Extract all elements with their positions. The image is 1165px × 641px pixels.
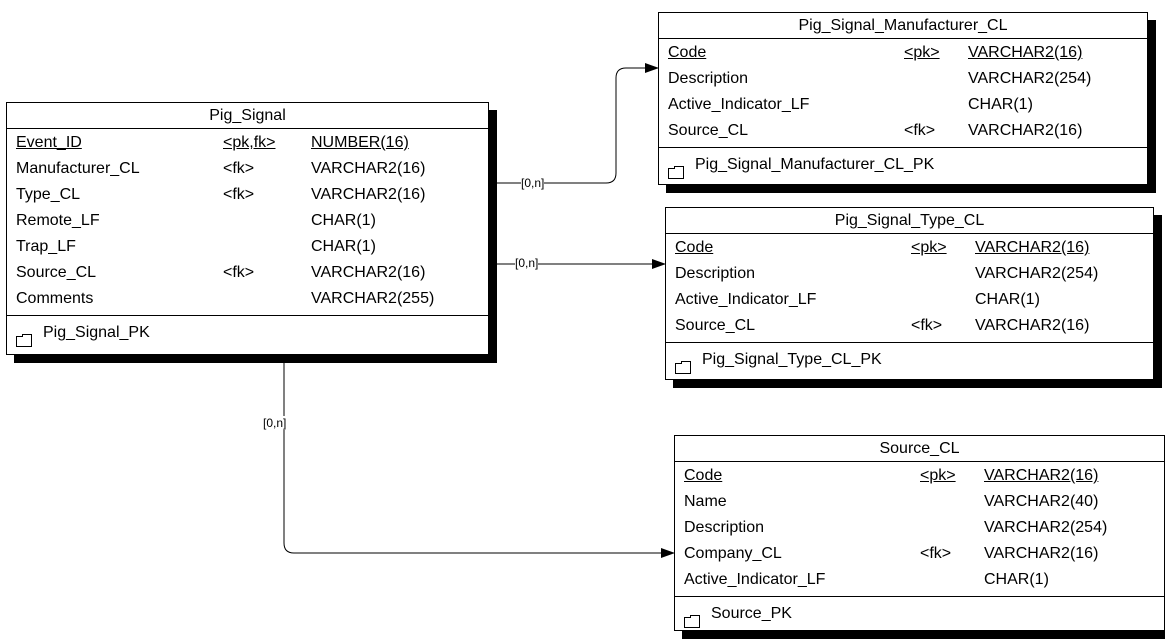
attribute-row[interactable]: Trap_LF CHAR(1) — [7, 234, 488, 260]
primary-key-row[interactable]: Pig_Signal_Manufacturer_CL_PK — [659, 148, 1147, 182]
attribute-name: Event_ID — [16, 134, 82, 151]
attribute-row[interactable]: Active_Indicator_LF CHAR(1) — [659, 92, 1147, 118]
attribute-type: VARCHAR2(16) — [975, 317, 1090, 334]
attribute-name: Type_CL — [16, 186, 81, 203]
attribute-row[interactable]: Company_CL <fk> VARCHAR2(16) — [675, 541, 1164, 567]
attribute-row[interactable]: Manufacturer_CL <fk> VARCHAR2(16) — [7, 156, 488, 182]
primary-key-attribute-row[interactable]: Event_ID <pk,fk> NUMBER(16) — [7, 130, 488, 156]
attribute-key: <pk,fk> — [223, 134, 276, 151]
relationship-line-manufacturer[interactable] — [489, 63, 659, 184]
attribute-name: Trap_LF — [16, 238, 76, 255]
attribute-row[interactable]: Source_CL <fk> VARCHAR2(16) — [659, 118, 1147, 144]
attribute-type: VARCHAR2(40) — [984, 493, 1099, 510]
primary-key-attribute-row[interactable]: Code <pk> VARCHAR2(16) — [666, 235, 1153, 261]
entity-title: Source_CL — [675, 436, 1164, 462]
attribute-name: Code — [668, 44, 707, 61]
attribute-row[interactable]: Remote_LF CHAR(1) — [7, 208, 488, 234]
attribute-type: VARCHAR2(16) — [311, 186, 426, 203]
attribute-type: CHAR(1) — [984, 571, 1049, 588]
attribute-type: VARCHAR2(16) — [984, 545, 1099, 562]
primary-key-name: Pig_Signal_Manufacturer_CL_PK — [695, 156, 935, 173]
relationship-line-source[interactable] — [283, 355, 675, 558]
attribute-name: Name — [684, 493, 727, 510]
primary-key-attribute-row[interactable]: Code <pk> VARCHAR2(16) — [675, 463, 1164, 489]
attribute-list: Code <pk> VARCHAR2(16) Name VARCHAR2(40) Desc… — [675, 462, 1164, 597]
key-folder-icon — [16, 326, 32, 347]
attribute-row[interactable]: Description VARCHAR2(254) — [659, 66, 1147, 92]
cardinality-label-source: [0,n] — [263, 416, 287, 430]
entity-title: Pig_Signal — [7, 103, 488, 129]
primary-key-row[interactable]: Source_PK — [675, 597, 1164, 631]
entity-pig-signal-manufacturer-cl[interactable]: Pig_Signal_Manufacturer_CL Code <pk> VARCHA… — [658, 12, 1148, 185]
attribute-type: VARCHAR2(16) — [311, 264, 426, 281]
key-folder-icon — [675, 353, 691, 374]
attribute-type: VARCHAR2(16) — [311, 160, 426, 177]
attribute-type: VARCHAR2(254) — [984, 519, 1108, 536]
key-folder-icon — [668, 158, 684, 179]
attribute-type: NUMBER(16) — [311, 134, 409, 151]
attribute-name: Manufacturer_CL — [16, 160, 140, 177]
attribute-key: <fk> — [223, 264, 255, 281]
attribute-row[interactable]: Active_Indicator_LF CHAR(1) — [675, 567, 1164, 593]
primary-key-name: Source_PK — [711, 605, 792, 622]
attribute-type: VARCHAR2(255) — [311, 290, 435, 307]
cardinality-label-type: [0,n] — [515, 256, 539, 270]
attribute-key: <pk> — [911, 239, 947, 256]
attribute-name: Description — [668, 70, 749, 87]
attribute-name: Code — [675, 239, 714, 256]
attribute-key: <fk> — [904, 122, 936, 139]
attribute-name: Company_CL — [684, 545, 782, 562]
entity-pig-signal-type-cl[interactable]: Pig_Signal_Type_CL Code <pk> VARCHAR2(16) De… — [665, 207, 1154, 380]
attribute-type: CHAR(1) — [975, 291, 1040, 308]
attribute-name: Comments — [16, 290, 94, 307]
attribute-type: VARCHAR2(16) — [984, 467, 1099, 484]
attribute-name: Active_Indicator_LF — [668, 96, 810, 113]
attribute-key: <pk> — [920, 467, 956, 484]
attribute-name: Source_CL — [675, 317, 756, 334]
entity-title: Pig_Signal_Type_CL — [666, 208, 1153, 234]
attribute-list: Event_ID <pk,fk> NUMBER(16) Manufacturer_CL… — [7, 129, 488, 316]
attribute-key: <fk> — [911, 317, 943, 334]
attribute-type: VARCHAR2(254) — [975, 265, 1099, 282]
attribute-key: <fk> — [920, 545, 952, 562]
attribute-name: Active_Indicator_LF — [675, 291, 817, 308]
attribute-name: Remote_LF — [16, 212, 100, 229]
attribute-row[interactable]: Source_CL <fk> VARCHAR2(16) — [7, 260, 488, 286]
attribute-key: <pk> — [904, 44, 940, 61]
attribute-name: Description — [675, 265, 756, 282]
attribute-key: <fk> — [223, 160, 255, 177]
attribute-name: Source_CL — [668, 122, 749, 139]
primary-key-name: Pig_Signal_PK — [43, 324, 150, 341]
attribute-name: Code — [684, 467, 723, 484]
attribute-type: VARCHAR2(16) — [968, 44, 1083, 61]
attribute-row[interactable]: Active_Indicator_LF CHAR(1) — [666, 287, 1153, 313]
attribute-row[interactable]: Description VARCHAR2(254) — [666, 261, 1153, 287]
attribute-row[interactable]: Type_CL <fk> VARCHAR2(16) — [7, 182, 488, 208]
attribute-type: VARCHAR2(254) — [968, 70, 1092, 87]
attribute-type: VARCHAR2(16) — [968, 122, 1083, 139]
attribute-key: <fk> — [223, 186, 255, 203]
attribute-type: CHAR(1) — [968, 96, 1033, 113]
attribute-type: CHAR(1) — [311, 212, 376, 229]
primary-key-name: Pig_Signal_Type_CL_PK — [702, 351, 882, 368]
attribute-name: Description — [684, 519, 765, 536]
attribute-name: Active_Indicator_LF — [684, 571, 826, 588]
primary-key-row[interactable]: Pig_Signal_PK — [7, 316, 488, 350]
attribute-type: CHAR(1) — [311, 238, 376, 255]
key-folder-icon — [684, 607, 700, 628]
attribute-type: VARCHAR2(16) — [975, 239, 1090, 256]
attribute-row[interactable]: Comments VARCHAR2(255) — [7, 286, 488, 312]
primary-key-row[interactable]: Pig_Signal_Type_CL_PK — [666, 343, 1153, 377]
attribute-row[interactable]: Name VARCHAR2(40) — [675, 489, 1164, 515]
cardinality-label-manufacturer: [0,n] — [521, 176, 545, 190]
entity-title: Pig_Signal_Manufacturer_CL — [659, 13, 1147, 39]
primary-key-attribute-row[interactable]: Code <pk> VARCHAR2(16) — [659, 40, 1147, 66]
attribute-row[interactable]: Description VARCHAR2(254) — [675, 515, 1164, 541]
attribute-name: Source_CL — [16, 264, 97, 281]
attribute-row[interactable]: Source_CL <fk> VARCHAR2(16) — [666, 313, 1153, 339]
